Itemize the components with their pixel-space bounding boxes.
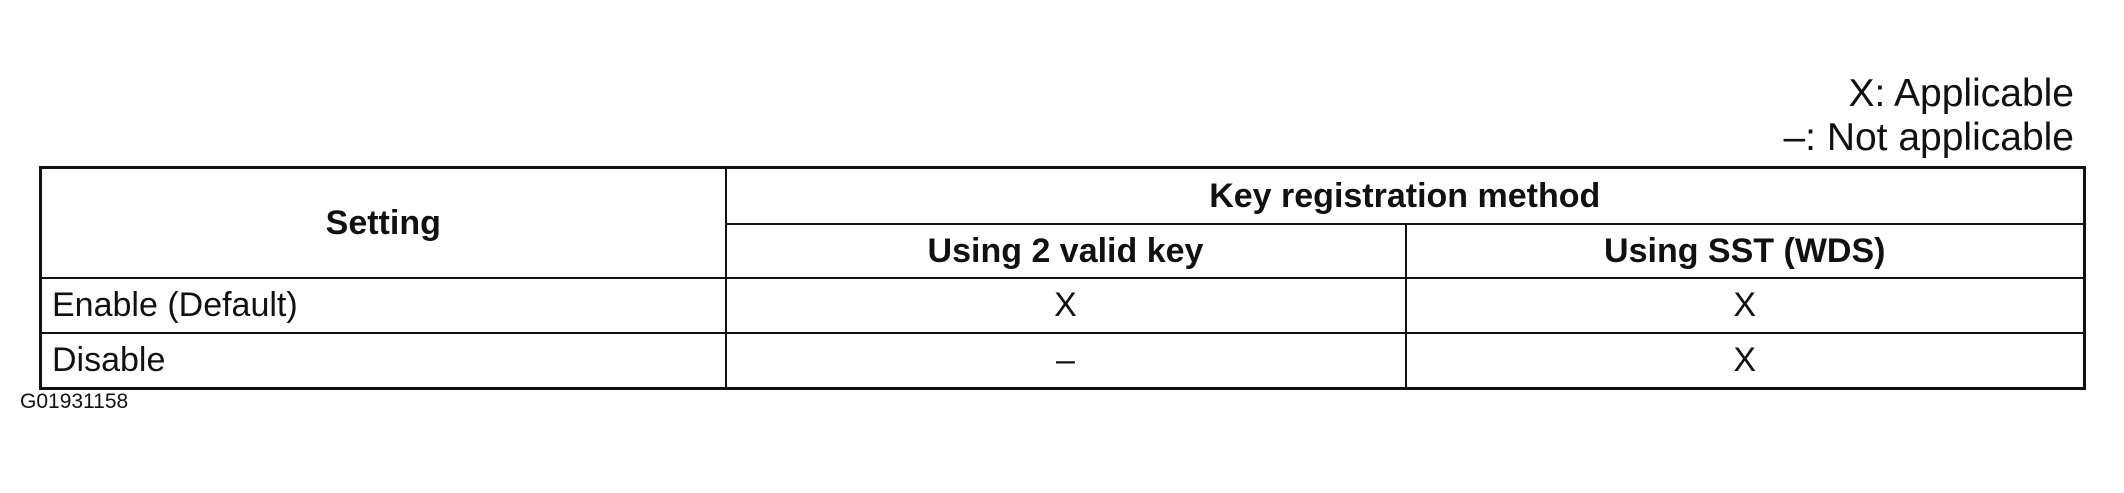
value-cell: X: [1404, 277, 2086, 334]
setting-header: Setting: [39, 166, 727, 279]
table-row: Disable – X: [39, 332, 2086, 390]
key-registration-table: Setting Key registration method Using 2 …: [39, 166, 2087, 390]
key-registration-method-header: Key registration method: [724, 166, 2086, 225]
legend-not-applicable: –: Not applicable: [1783, 116, 2074, 159]
table-row: Enable (Default) X X: [39, 277, 2086, 334]
column-header-two-valid-key: Using 2 valid key: [724, 223, 1407, 279]
value-cell: X: [724, 277, 1407, 334]
setting-cell-enable: Enable (Default): [39, 277, 727, 334]
figure-id: G01931158: [20, 390, 129, 413]
legend-applicable: X: Applicable: [1848, 72, 2075, 115]
value-cell: X: [1404, 332, 2086, 390]
setting-cell-disable: Disable: [39, 332, 727, 390]
column-header-sst-wds: Using SST (WDS): [1404, 223, 2086, 279]
legend: X: Applicable –: Not applicable: [1783, 72, 2074, 160]
value-cell: –: [724, 332, 1407, 390]
